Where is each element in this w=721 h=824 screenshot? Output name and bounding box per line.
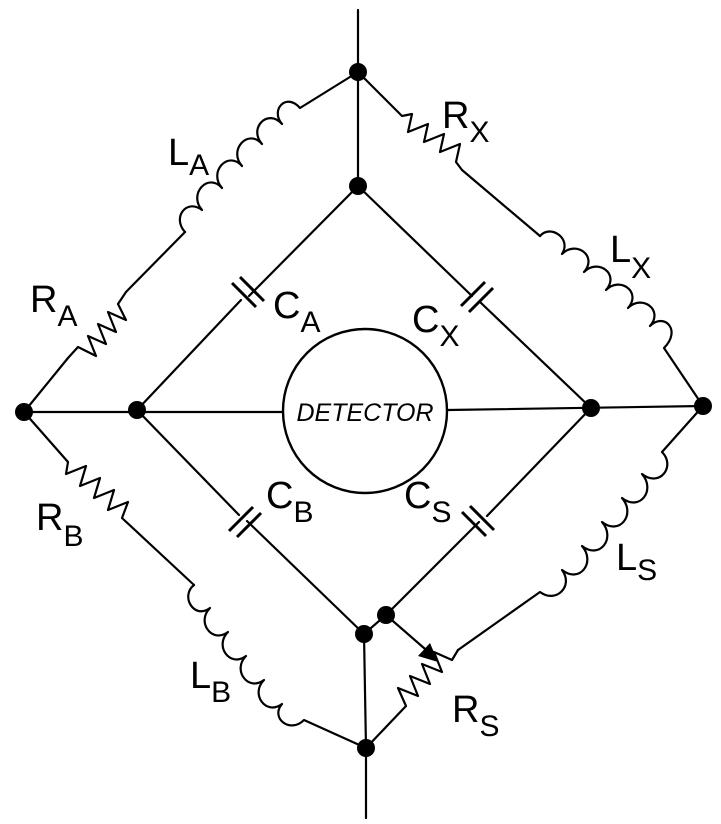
rs-slider-arrow	[384, 613, 438, 662]
bottom-inner-link	[362, 632, 368, 750]
detector-label: DETECTOR	[296, 399, 433, 427]
node-right-inner	[582, 399, 600, 417]
label-CB: CB	[266, 475, 313, 529]
label-CX: CX	[412, 299, 459, 353]
detector-circle	[281, 327, 449, 495]
node-bottom-inner	[355, 625, 373, 643]
capacitor-CX	[356, 184, 593, 410]
capacitor-CA	[135, 184, 360, 412]
inductor-LA	[178, 70, 360, 234]
node-right-outer	[694, 397, 712, 415]
label-RX: RX	[442, 95, 489, 149]
resistor-RS	[364, 648, 460, 750]
label-CA: CA	[273, 285, 320, 339]
node-left-inner	[128, 401, 146, 419]
resistor-RX	[356, 70, 542, 238]
label-LA: LA	[168, 132, 209, 182]
label-LB: LB	[190, 655, 231, 709]
inductor-LS	[456, 404, 705, 652]
label-LS: LS	[616, 537, 657, 587]
resistor-RB	[22, 410, 196, 587]
capacitor-CS	[384, 406, 593, 617]
node-top-inner	[349, 177, 367, 195]
right-horizontal-wire	[446, 404, 705, 412]
capacitor-CB	[135, 408, 366, 636]
label-RA: RA	[30, 279, 77, 333]
label-RS: RS	[452, 689, 499, 743]
inductor-LX	[538, 230, 705, 408]
detector: DETECTOR	[281, 327, 449, 495]
node-left-outer	[15, 403, 33, 421]
inductor-LB	[187, 583, 368, 750]
resistor-RA	[22, 230, 187, 414]
label-RB: RB	[36, 497, 83, 553]
node-top-terminal	[349, 63, 367, 81]
label-CS: CS	[404, 475, 451, 529]
label-LX: LX	[610, 229, 651, 285]
node-bottom-terminal	[357, 739, 375, 757]
node-rs-slider	[377, 606, 395, 624]
